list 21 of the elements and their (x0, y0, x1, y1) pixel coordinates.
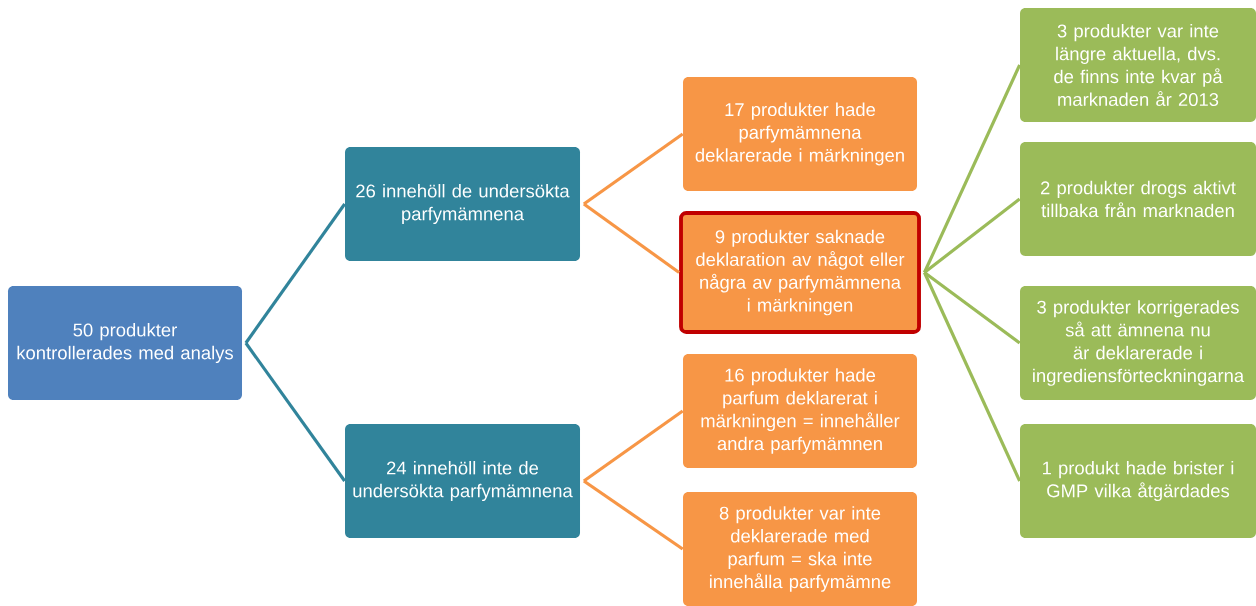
connector-line (244, 203, 346, 344)
result-box: 8 produkter var inte deklarerade med parfum = ska inte innehålla parfymämne (683, 492, 917, 606)
root-box: 50 produkter kontrollerades med analys (8, 286, 242, 400)
group-box: 26 innehöll de undersökta parfymämnena (345, 147, 580, 261)
connector-line (923, 197, 1021, 274)
connector-line (244, 342, 346, 482)
result-box: 17 produkter hade parfymämnena deklarerade i märkningen (683, 77, 917, 191)
group-box: 24 innehöll inte de undersökta parfymämnena (345, 424, 580, 538)
connector-line (582, 202, 680, 274)
result-box: 16 produkter hade parfum deklarerat i märkningen = innehåller andra parfymämnen (683, 354, 917, 468)
result-box: 9 produkter saknade deklaration av något eller några av parfymämnena i märkningen (679, 211, 921, 334)
action-box: 1 produkt hade brister i GMP vilka åtgärdades (1020, 424, 1256, 538)
action-box: 3 produkter korrigerades så att ämnena nu är deklarerade i ingrediensförteckningarna (1020, 286, 1256, 400)
action-box: 2 produkter drogs aktivt tillbaka från marknaden (1020, 142, 1256, 256)
connector-line (923, 271, 1021, 345)
connector-line (582, 132, 684, 206)
action-box: 3 produkter var inte längre aktuella, dvs. de finns inte kvar på marknaden år 2013 (1020, 8, 1256, 122)
connector-line (582, 479, 684, 551)
connector-line (582, 409, 684, 483)
connector-line (923, 64, 1022, 274)
connector-line (923, 271, 1022, 482)
